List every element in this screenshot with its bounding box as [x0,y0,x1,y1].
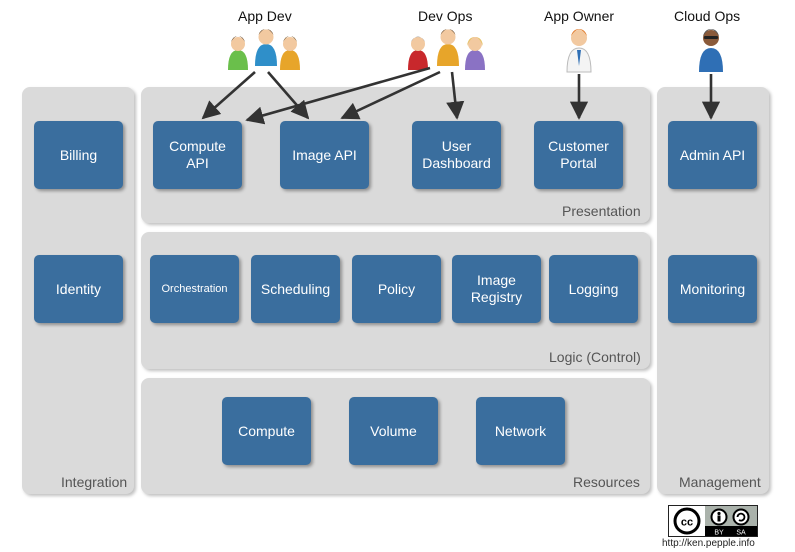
app-dev-person-icon [280,36,300,70]
resources-label: Resources [573,474,640,490]
customer-portal-box: Customer Portal [534,121,623,189]
flow-arrows [201,66,721,125]
cc-license-badge: cc BY SA [668,505,758,537]
arrow-dev-ops-to-user-dashboard [446,71,465,120]
orchestration-box: Orchestration [150,255,239,323]
logic-label: Logic (Control) [549,349,641,365]
policy-box: Policy [352,255,441,323]
billing-box: Billing [34,121,123,189]
dev-ops-person-icon [465,37,485,70]
compute-box: Compute [222,397,311,465]
scheduling-box: Scheduling [251,255,340,323]
cc-sa-text: SA [736,530,746,537]
cc-by-text: BY [714,530,724,537]
admin-api-box: Admin API [668,121,757,189]
compute-api-box: Compute API [153,121,242,189]
app-dev-person-icon [255,29,277,66]
image-registry-box: Image Registry [452,255,541,323]
arrow-app-dev-to-image-api [267,71,310,120]
role-cloud-ops-label: Cloud Ops [674,8,741,24]
logging-box: Logging [549,255,638,323]
arrow-app-dev-to-compute-api [201,71,256,120]
monitoring-box: Monitoring [668,255,757,323]
role-app-dev-label: App Dev [238,8,292,24]
app-owner-person-icon [566,29,592,73]
author-url: http://ken.pepple.info [662,538,755,549]
arrow-dev-ops-to-compute-api [245,66,431,125]
cloud-ops-person-icon [699,29,723,72]
role-dev-ops-label: Dev Ops [418,8,473,24]
integration-label: Integration [61,474,128,490]
arrow-dev-ops-to-image-api [340,70,441,120]
app-dev-person-icon [228,36,248,70]
cc-by-sa-icon: cc BY SA [669,506,757,537]
image-api-box: Image API [280,121,369,189]
presentation-label: Presentation [562,203,641,219]
network-box: Network [476,397,565,465]
user-dashboard-box: User Dashboard [412,121,501,189]
cc-text: cc [681,517,693,529]
dev-ops-person-icon [408,36,428,70]
role-app-owner-label: App Owner [544,8,615,24]
identity-box: Identity [34,255,123,323]
management-label: Management [679,474,761,490]
dev-ops-person-icon [437,29,459,66]
volume-box: Volume [349,397,438,465]
